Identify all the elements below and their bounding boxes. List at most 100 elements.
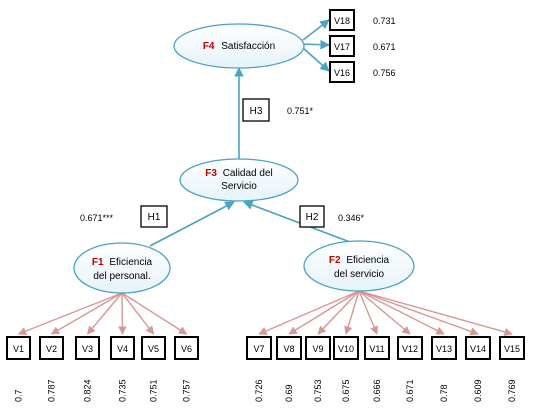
factor-f2-name-line1: Eficiencia (346, 255, 389, 266)
hypothesis-h3: H3 0.751* (242, 98, 314, 122)
indicator-label: V10 (338, 344, 354, 354)
indicator-label: V4 (117, 344, 128, 354)
factor-f3[interactable]: F3 Calidad del Servicio (179, 158, 299, 202)
indicator-label: V16 (334, 68, 350, 78)
loading-value: 0.671 (405, 379, 415, 402)
indicator-v15[interactable]: V15 0.769 (499, 336, 525, 402)
f1-indicators: V1 0.7 V2 0.787 V3 0.824 V4 0.735 V5 0.751 V6 0.757 (6, 336, 199, 402)
loading-arrow-v1 (17, 292, 123, 336)
path-f4-v16 (302, 47, 330, 72)
indicator-label: V18 (334, 16, 350, 26)
indicator-v16[interactable]: V16 0.756 (329, 61, 396, 83)
path-f4-v18 (302, 19, 330, 41)
hypothesis-h2: H2 0.346* (299, 205, 365, 228)
loading-value: 0.726 (254, 379, 264, 402)
loading-value: 0.609 (473, 379, 483, 402)
factor-f1-name-line2: del personal. (93, 271, 150, 282)
loading-value: 0.751 (149, 379, 159, 402)
hypothesis-h2-coefficient: 0.346* (338, 213, 365, 223)
loading-arrow-v15 (358, 290, 513, 336)
loading-arrow-v6 (121, 292, 188, 335)
loading-value: 0.769 (507, 379, 517, 402)
loading-value: 0.7 (14, 389, 24, 402)
hypothesis-h3-coefficient: 0.751* (287, 106, 314, 116)
loading-value: 0.666 (372, 379, 382, 402)
hypothesis-h1-coefficient: 0.671*** (80, 213, 114, 223)
path-f1-f3 (149, 201, 235, 247)
indicator-v14[interactable]: V14 0.609 (465, 336, 491, 402)
hypothesis-h2-label: H2 (306, 212, 319, 223)
loading-arrow-v10 (344, 290, 360, 335)
hypothesis-h1: H1 0.671*** (80, 205, 168, 228)
path-f4-v17 (302, 39, 330, 50)
svg-text:F2 Eficiencia: F2 Eficiencia (329, 255, 390, 266)
indicator-v10[interactable]: V10 0.675 (333, 336, 359, 402)
loading-value: 0.824 (83, 379, 93, 402)
factor-f1-name-line1: Eficiencia (109, 257, 152, 268)
factor-f4-name: Satisfacción (221, 41, 275, 52)
loading-value: 0.756 (373, 68, 396, 78)
loading-arrow-v8 (288, 290, 360, 335)
loading-value: 0.731 (373, 16, 396, 26)
indicator-label: V8 (283, 344, 294, 354)
indicator-label: V2 (46, 344, 57, 354)
indicator-v9[interactable]: V9 0.753 (305, 336, 331, 402)
loading-arrow-v3 (86, 292, 123, 335)
indicator-v1[interactable]: V1 0.7 (6, 336, 31, 402)
indicator-v3[interactable]: V3 0.824 (75, 336, 100, 402)
factor-f1[interactable]: F1 Eficiencia del personal. (73, 242, 171, 294)
loading-value: 0.787 (47, 379, 57, 402)
factor-f2-code: F2 (329, 255, 341, 266)
loading-arrow-v12 (358, 290, 411, 335)
indicator-v7[interactable]: V7 0.726 (246, 336, 272, 402)
factor-f2[interactable]: F2 Eficiencia del servicio (303, 240, 415, 292)
svg-text:F1 Eficiencia: F1 Eficiencia (92, 257, 153, 268)
indicator-label: V5 (148, 344, 159, 354)
factor-f1-code: F1 (92, 257, 104, 268)
indicator-label: V15 (504, 344, 520, 354)
indicator-label: V9 (312, 344, 323, 354)
indicator-label: V1 (13, 344, 24, 354)
indicator-label: V6 (181, 344, 192, 354)
f1-loading-arrows (17, 292, 188, 336)
path-f2-f3 (243, 200, 351, 243)
factor-f3-name-line2: Servicio (221, 181, 257, 192)
factor-f2-name-line2: del servicio (334, 269, 384, 280)
indicator-label: V14 (470, 344, 486, 354)
indicator-v18[interactable]: V18 0.731 (329, 9, 396, 31)
f2-loading-arrows (258, 290, 513, 336)
indicator-label: V7 (253, 344, 264, 354)
loading-arrow-v4 (118, 292, 127, 335)
loading-value: 0.753 (313, 379, 323, 402)
loading-value: 0.735 (118, 379, 128, 402)
loading-arrow-v7 (258, 290, 360, 335)
indicator-v4[interactable]: V4 0.735 (110, 336, 135, 402)
svg-text:F3 Calidad del: F3 Calidad del (205, 168, 273, 179)
loading-arrow-v5 (121, 292, 155, 335)
factor-f4-code: F4 (203, 41, 215, 52)
factor-f3-code: F3 (205, 168, 217, 179)
hypothesis-h1-label: H1 (148, 212, 161, 223)
indicator-v2[interactable]: V2 0.787 (39, 336, 64, 402)
indicator-label: V3 (82, 344, 93, 354)
svg-text:F4 Satisfacción: F4 Satisfacción (203, 41, 275, 52)
loading-value: 0.675 (341, 379, 351, 402)
indicator-v6[interactable]: V6 0.757 (174, 336, 199, 402)
factor-f4[interactable]: F4 Satisfacción (173, 23, 305, 69)
loading-arrow-v14 (358, 290, 479, 336)
indicator-v8[interactable]: V8 0.69 (276, 336, 302, 402)
indicator-v5[interactable]: V5 0.751 (141, 336, 166, 402)
loading-value: 0.757 (182, 379, 192, 402)
loading-arrow-v13 (358, 290, 445, 335)
factor-f3-name-line1: Calidad del (223, 168, 273, 179)
loading-value: 0.69 (284, 384, 294, 402)
indicator-label: V13 (436, 344, 452, 354)
